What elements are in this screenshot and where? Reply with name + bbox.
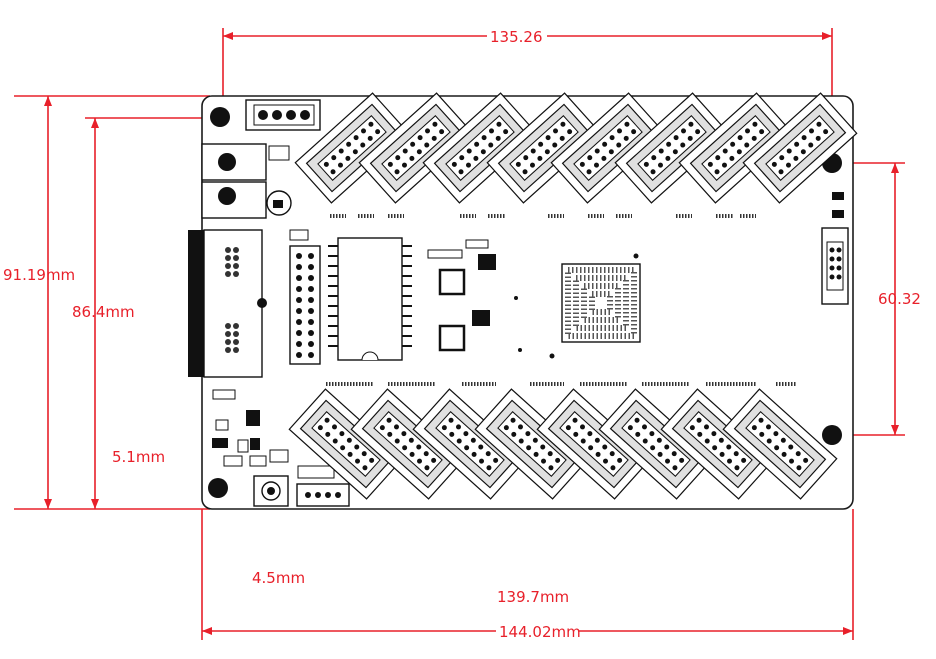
mounting-hole-icon [822,425,842,445]
idc-connector-icon [412,388,528,500]
idc-connector-icon [742,92,858,204]
reset-button-icon [253,475,289,507]
mounting-hole-icon [208,478,228,498]
small-ic-icon [427,239,496,352]
idc-connector-icon [550,92,666,204]
idc-connector-icon [358,92,474,204]
idc-connector-icon [614,92,730,204]
bottom-connector-row [288,388,838,500]
dim-bottom-inner-width: 139.7mm [497,588,569,606]
pcb-board [188,92,858,510]
pin-header-icon [289,245,321,365]
dim-top-width: 135.26 [490,28,543,46]
idc-connector-icon [486,92,602,204]
mounting-hole-icon [210,107,230,127]
bga-chip-icon [514,253,641,359]
smd-pad-rows [326,214,796,386]
power-connector-icon [245,99,321,131]
dim-right-height: 60.32 [878,290,921,308]
idc-connector-icon [474,388,590,500]
dim-left-outer-height: 91.19mm [3,266,75,284]
idc-connector-icon [350,388,466,500]
dim-left-offset: 5.1mm [112,448,165,466]
rj45-port-icon [188,229,267,378]
idc-connector-icon [422,92,538,204]
dim-left-inner-height: 86.4mm [72,303,135,321]
idc-connector-icon [536,388,652,500]
dimension-arrows [44,32,899,635]
debug-connector-icon [296,465,350,507]
ethernet-port-icon [201,143,292,219]
dim-bottom-offset: 4.5mm [252,569,305,587]
idc-connector-icon [660,388,776,500]
side-connector-icon [821,192,849,305]
dim-bottom-outer-width: 144.02mm [499,623,581,641]
idc-connector-icon [288,388,404,500]
idc-connector-icon [294,92,410,204]
passive-components-icon [212,229,309,467]
idc-connector-icon [598,388,714,500]
idc-connector-icon [722,388,838,500]
memory-chip-icon [328,237,412,361]
top-connector-row [294,92,858,204]
